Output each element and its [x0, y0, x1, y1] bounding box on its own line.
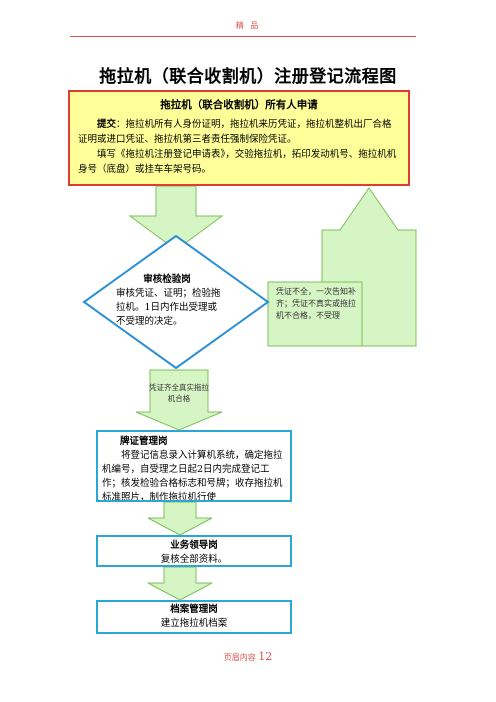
applicant-request-box: 拖拉机（联合收割机）所有人申请 提交：拖拉机所有人身份证明，拖拉机来历凭证，拖拉…: [68, 90, 410, 186]
page-title: 拖拉机（联合收割机）注册登记流程图: [99, 67, 397, 87]
inspection-title: 审核检验岗: [143, 274, 191, 285]
archive-management-box: 档案管理岗 建立拖拉机档案: [96, 600, 292, 634]
arrow-down-to-license: [135, 369, 223, 431]
license-management-box: 牌证管理岗 将登记信息录入计算机系统，确定拖拉机编号，自受理之日起2日内完成登记…: [96, 430, 292, 502]
applicant-request-heading: 拖拉机（联合收割机）所有人申请: [160, 99, 318, 111]
footer-prefix: 页眉内容: [223, 653, 256, 662]
pass-note: 凭证齐全真实拖拉机合格: [149, 383, 209, 403]
business-leader-box: 业务领导岗 复核全部资料。: [96, 535, 292, 567]
header-rule: [70, 36, 416, 37]
submit-text: ：拖拉机所有人身份证明，拖拉机来历凭证，拖拉机整机出厂合格证明或进口凭证、拖拉机…: [78, 119, 392, 145]
arrow-down-to-archive: [147, 566, 213, 601]
arrow-down-to-inspection: [128, 185, 224, 251]
fill-form-paragraph: 填写《拖拉机注册登记申请表》，交验拖拉机，拓印发动机号、拖拉机机身号（底盘）或挂…: [78, 149, 397, 175]
inspection-text: 审核检验岗 审核凭证、证明；检验拖拉机。1日内作出受理或不受理的决定。: [112, 273, 222, 329]
archive-body: 建立拖拉机档案: [160, 618, 228, 629]
page-footer: 页眉内容 12: [0, 650, 496, 663]
page-header: 精 品: [235, 21, 261, 30]
arrow-down-to-leader: [147, 501, 213, 536]
leader-title: 业务领导岗: [170, 540, 218, 551]
license-title: 牌证管理岗: [120, 436, 168, 447]
reject-connector: [267, 281, 363, 347]
submit-label: 提交: [97, 119, 117, 130]
archive-title: 档案管理岗: [170, 604, 218, 615]
license-body: 将登记信息录入计算机系统，确定拖拉机编号，自受理之日起2日内完成登记工作；核发检…: [102, 450, 283, 502]
leader-body: 复核全部资料。: [160, 554, 228, 565]
submit-paragraph: 提交：拖拉机所有人身份证明，拖拉机来历凭证，拖拉机整机出厂合格证明或进口凭证、拖…: [78, 117, 400, 147]
inspection-diamond: [82, 234, 270, 370]
inspection-body: 审核凭证、证明；检验拖拉机。1日内作出受理或不受理的决定。: [116, 288, 221, 327]
footer-page-number: 12: [258, 650, 273, 663]
reject-note: 凭证不全，一次告知补齐；凭证不真实或拖拉机不合格，不受理: [276, 287, 356, 320]
